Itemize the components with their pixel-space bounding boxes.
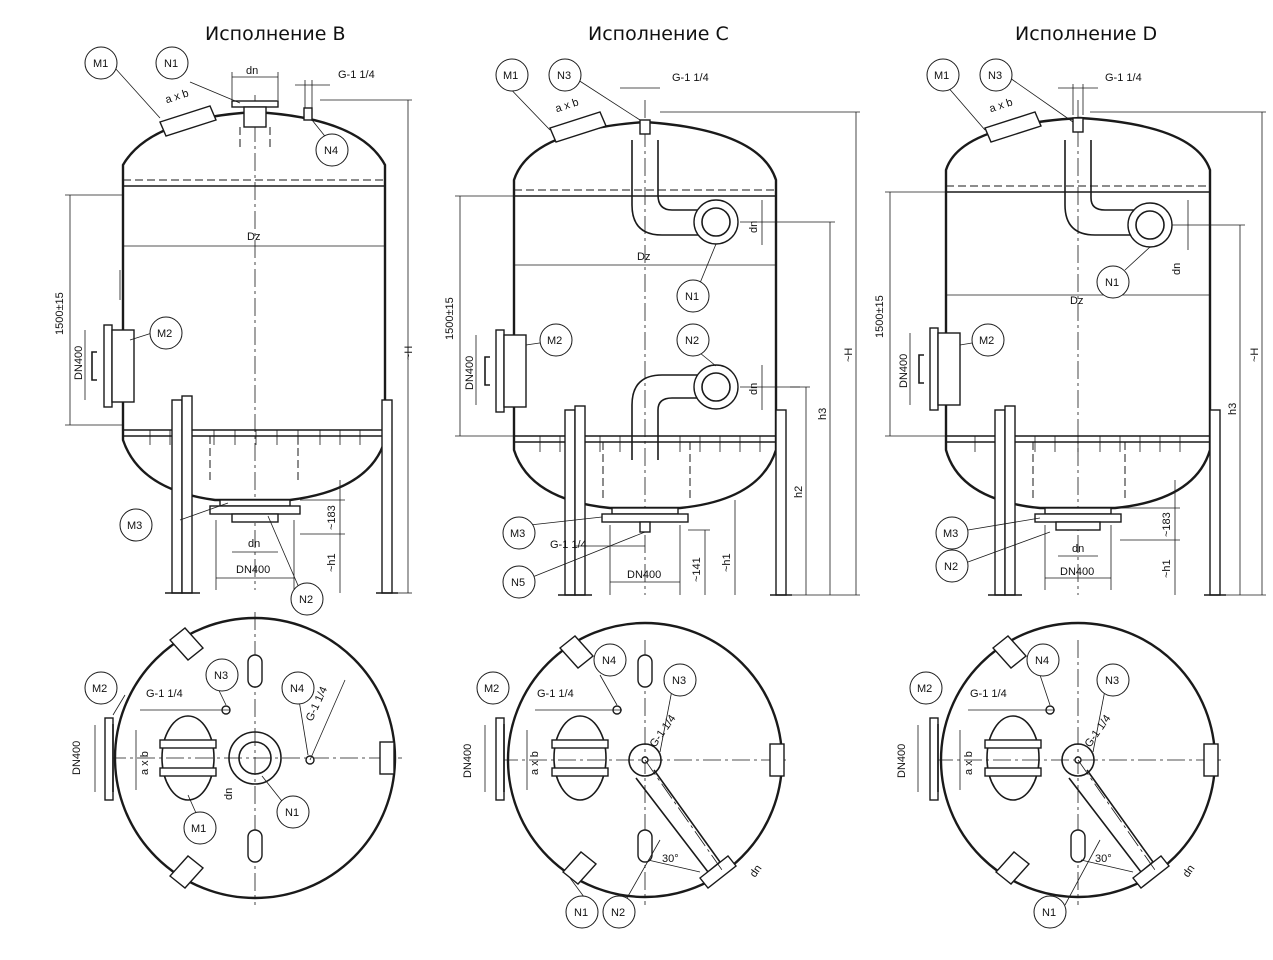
tag-n5-c: N5 <box>511 577 525 589</box>
dim-h1-b: ~h1 <box>326 553 338 572</box>
dim-dn-top-b: dn <box>246 65 258 77</box>
title-variant-b: Исполнение B <box>205 23 346 45</box>
dim-183-d: ~183 <box>1161 512 1173 537</box>
toptag-m1-b: M1 <box>191 823 206 835</box>
toptag-n3-b: N3 <box>214 670 228 682</box>
toptag-n1-c: N1 <box>574 907 588 919</box>
view-c-top: G-1 1/4 G-1 1/4 DN400 a x b 30° dn M2 N4… <box>462 621 790 929</box>
view-b-front: dn G-1 1/4 a x b Dz 1500±15 DN400 dn DN4… <box>54 46 415 616</box>
tag-m2-c: M2 <box>547 335 562 347</box>
tag-m3-b: M3 <box>127 520 142 532</box>
toptag-m2-c: M2 <box>484 683 499 695</box>
dim-dn-bot-b: dn <box>248 538 260 550</box>
view-d-top: G-1 1/4 G-1 1/4 DN400 a x b 30° dn M2 N4… <box>896 621 1225 929</box>
dim-141-c: ~141 <box>691 557 703 582</box>
toptag-n4-b: N4 <box>290 683 304 695</box>
dim-g-top-d: G-1 1/4 <box>1105 72 1142 84</box>
tag-n2-c: N2 <box>685 335 699 347</box>
dim-h2-c: h2 <box>793 486 805 498</box>
dim-dn400-bot-c: DN400 <box>627 569 661 581</box>
dim-dn400-side-d: DN400 <box>898 354 910 388</box>
toptag-m2-b: M2 <box>92 683 107 695</box>
top-dn400-d: DN400 <box>896 744 908 778</box>
top-g1-b: G-1 1/4 <box>146 688 183 700</box>
dim-ab-c: a x b <box>554 96 580 115</box>
dim-ab-d: a x b <box>988 96 1014 115</box>
tag-n2-b: N2 <box>299 594 313 606</box>
dim-dz-d: Dz <box>1070 295 1083 307</box>
top-dn400-b: DN400 <box>71 741 83 775</box>
dim-h1-c: ~h1 <box>721 553 733 572</box>
dim-g-top-b: G-1 1/4 <box>338 69 375 81</box>
dim-h3-d: h3 <box>1227 403 1239 415</box>
dim-g-bot-c: G-1 1/4 <box>550 539 587 551</box>
top-dn400-c: DN400 <box>462 744 474 778</box>
tag-m1-d: M1 <box>934 70 949 82</box>
toptag-n4-d: N4 <box>1035 655 1049 667</box>
tag-m2-d: M2 <box>979 335 994 347</box>
dim-dz-c: Dz <box>637 251 650 263</box>
title-variant-c: Исполнение C <box>588 23 729 45</box>
dim-H-d: ~H <box>1249 348 1261 362</box>
view-b-top: G-1 1/4 G-1 1/4 DN400 a x b dn M2 N3 N4 … <box>71 612 402 905</box>
top-ang-d: 30° <box>1095 853 1112 865</box>
tag-n1-b: N1 <box>164 58 178 70</box>
dim-1500-d: 1500±15 <box>874 295 886 338</box>
toptag-m2-d: M2 <box>917 683 932 695</box>
dim-ab-b: a x b <box>164 87 190 106</box>
toptag-n2-c: N2 <box>611 907 625 919</box>
dim-H-b: ~H <box>403 346 415 360</box>
dim-dn1-c: dn <box>748 221 760 233</box>
tag-n3-d: N3 <box>988 70 1002 82</box>
dim-dn-bot-d: dn <box>1072 543 1084 555</box>
title-variant-d: Исполнение D <box>1015 23 1157 45</box>
dim-1500-b: 1500±15 <box>54 292 66 335</box>
tag-n1-d: N1 <box>1105 277 1119 289</box>
view-c-front: G-1 1/4 a x b Dz 1500±15 DN400 dn dn h3 … <box>444 58 860 599</box>
view-d-front: G-1 1/4 a x b Dz 1500±15 DN400 dn h3 ~H … <box>874 58 1266 596</box>
toptag-n1-b: N1 <box>285 807 299 819</box>
top-g2-c: G-1 1/4 <box>648 713 679 750</box>
top-ang-c: 30° <box>662 853 679 865</box>
tag-m1-b: M1 <box>93 58 108 70</box>
tag-n4-b: N4 <box>324 145 338 157</box>
dim-h1-d: ~h1 <box>1161 559 1173 578</box>
tag-n2-d: N2 <box>944 561 958 573</box>
top-g1-d: G-1 1/4 <box>970 688 1007 700</box>
dim-1500-c: 1500±15 <box>444 297 456 340</box>
dim-dn400-side-c: DN400 <box>464 356 476 390</box>
dim-dn1-d: dn <box>1171 263 1183 275</box>
dim-g-top-c: G-1 1/4 <box>672 72 709 84</box>
dim-H-c: ~H <box>843 348 855 362</box>
tag-m1-c: M1 <box>503 70 518 82</box>
dim-183-b: ~183 <box>326 505 338 530</box>
tag-m3-d: M3 <box>943 528 958 540</box>
top-dn-d: dn <box>1181 863 1198 880</box>
top-g2-d: G-1 1/4 <box>1083 713 1114 750</box>
dim-dn400-bot-d: DN400 <box>1060 566 1094 578</box>
dim-dn400-side-b: DN400 <box>73 346 85 380</box>
dim-dz-b: Dz <box>247 231 260 243</box>
top-ab-d: a x b <box>963 751 975 775</box>
toptag-n3-c: N3 <box>672 675 686 687</box>
dim-dn400-bot-b: DN400 <box>236 564 270 576</box>
top-dn-c: dn <box>748 863 765 880</box>
tag-n3-c: N3 <box>557 70 571 82</box>
top-g1-c: G-1 1/4 <box>537 688 574 700</box>
toptag-n3-d: N3 <box>1105 675 1119 687</box>
dim-dn2-c: dn <box>748 383 760 395</box>
tag-m2-b: M2 <box>157 328 172 340</box>
dim-h3-c: h3 <box>817 408 829 420</box>
tag-m3-c: M3 <box>510 528 525 540</box>
top-ab-b: a x b <box>139 751 151 775</box>
tag-n1-c: N1 <box>685 291 699 303</box>
toptag-n1-d: N1 <box>1042 907 1056 919</box>
toptag-n4-c: N4 <box>602 655 616 667</box>
top-dn-b: dn <box>223 788 235 800</box>
top-ab-c: a x b <box>529 751 541 775</box>
